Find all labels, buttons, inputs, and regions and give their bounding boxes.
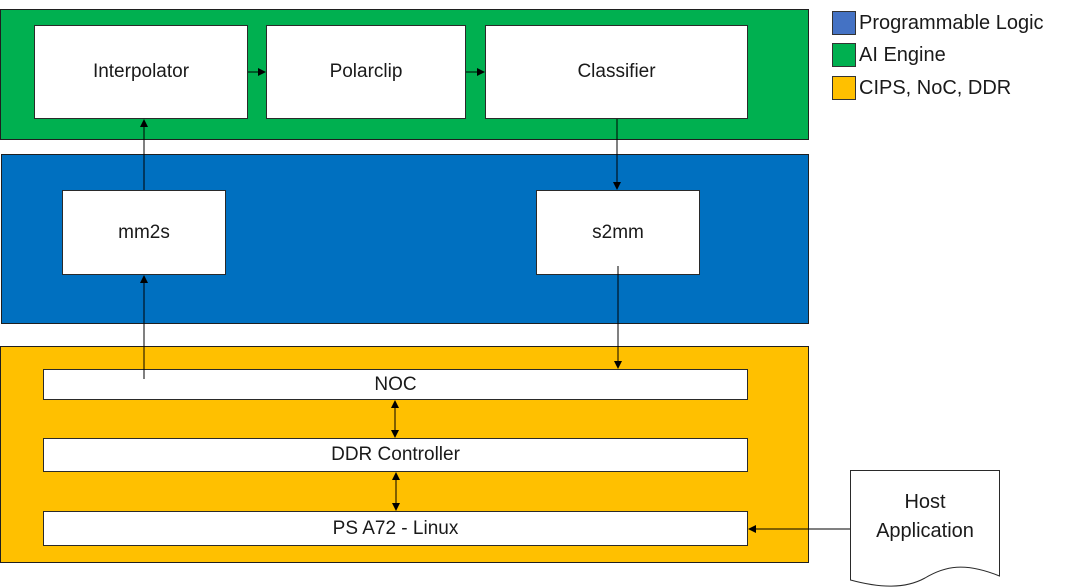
classifier-block: Classifier: [485, 25, 748, 119]
legend-label-programmable-logic: Programmable Logic: [859, 11, 1044, 34]
legend-label-ai-engine: AI Engine: [859, 43, 946, 66]
host-application-document: [850, 470, 1000, 587]
ps-a72-linux-bar: PS A72 - Linux: [43, 511, 748, 546]
ddr-controller-bar: DDR Controller: [43, 438, 748, 472]
noc-bar: NOC: [43, 369, 748, 400]
legend-swatch-ai-engine: [832, 43, 856, 67]
s2mm-block: s2mm: [536, 190, 700, 275]
legend-swatch-programmable-logic: [832, 11, 856, 35]
host-line-2: Application: [876, 520, 974, 542]
polarclip-block: Polarclip: [266, 25, 466, 119]
mm2s-block: mm2s: [62, 190, 226, 275]
legend-swatch-cips: [832, 76, 856, 100]
legend-item-ai-engine: AI Engine: [832, 43, 946, 67]
legend-item-cips: CIPS, NoC, DDR: [832, 76, 1011, 100]
interpolator-block: Interpolator: [34, 25, 248, 119]
legend-label-cips: CIPS, NoC, DDR: [859, 76, 1012, 99]
host-application-label: Host Application: [850, 488, 1000, 546]
legend-item-programmable-logic: Programmable Logic: [832, 11, 1044, 35]
host-line-1: Host: [904, 491, 946, 513]
